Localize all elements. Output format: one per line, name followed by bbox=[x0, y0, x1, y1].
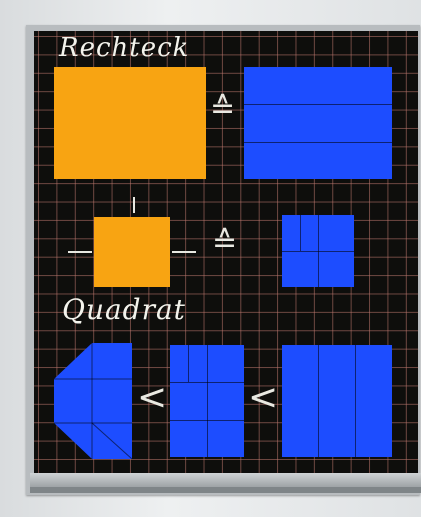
divider bbox=[355, 345, 356, 457]
divider bbox=[282, 251, 354, 252]
chalkboard: Rechteck ≙ ≙ Quadrat < < bbox=[34, 31, 418, 473]
chalk-line-top bbox=[133, 197, 135, 213]
orange-rectangle bbox=[54, 67, 206, 179]
divider bbox=[207, 345, 208, 457]
divider bbox=[170, 420, 244, 421]
label-quadrat: Quadrat bbox=[62, 293, 186, 326]
divider bbox=[300, 215, 301, 251]
divider bbox=[188, 345, 189, 382]
orange-square bbox=[94, 217, 170, 287]
less-than-symbol-1: < bbox=[137, 377, 167, 418]
chalk-line-left bbox=[68, 251, 92, 253]
equivalence-symbol-2: ≙ bbox=[212, 225, 237, 260]
chalk-line-right bbox=[172, 251, 196, 253]
blue-grid-composite bbox=[170, 345, 244, 457]
chalk-tray bbox=[30, 473, 421, 487]
blue-rectangle-composite bbox=[244, 67, 392, 179]
blue-pentagon-composite bbox=[54, 343, 134, 459]
divider bbox=[244, 104, 392, 105]
divider bbox=[318, 345, 319, 457]
blue-large-square-composite bbox=[282, 345, 392, 457]
chalk-tray-edge bbox=[30, 487, 421, 493]
divider bbox=[170, 382, 244, 383]
less-than-symbol-2: < bbox=[248, 377, 278, 418]
divider bbox=[244, 142, 392, 143]
label-rechteck: Rechteck bbox=[59, 33, 189, 63]
blue-square-composite bbox=[282, 215, 354, 287]
equivalence-symbol-1: ≙ bbox=[210, 91, 235, 126]
